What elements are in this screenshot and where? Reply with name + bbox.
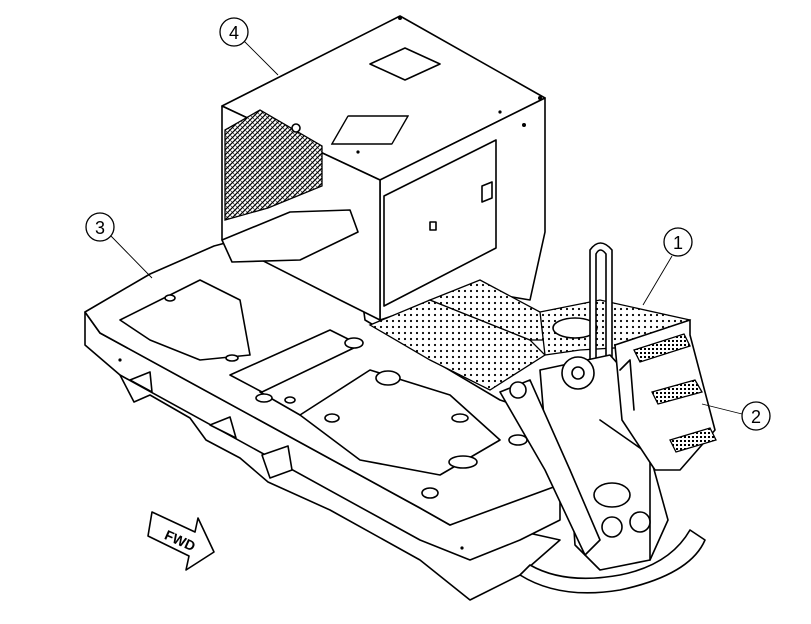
cab-front-panel — [221, 209, 359, 263]
door-handle — [481, 181, 493, 203]
base-turntable — [519, 529, 706, 594]
callout-3-label: 3 — [95, 218, 105, 238]
forward-direction-arrow: FWD — [147, 511, 215, 571]
main-frame — [84, 209, 601, 601]
callout-3: 3 — [85, 212, 153, 279]
cab-enclosure — [221, 15, 546, 321]
step-tread-top — [633, 333, 691, 363]
lower-pin — [601, 516, 623, 538]
callout-4-label: 4 — [229, 23, 239, 43]
access-steps — [614, 319, 717, 471]
step-tread-bottom — [669, 427, 717, 453]
step-tread-middle — [651, 379, 703, 405]
platform-round-hatch — [552, 317, 598, 339]
roof-vent — [369, 47, 441, 81]
callout-2-label: 2 — [751, 407, 761, 427]
frame-cavity-left — [119, 279, 251, 361]
roof-hatch — [330, 115, 409, 145]
callout-4: 4 — [219, 17, 279, 76]
frame-cavity-center — [299, 369, 501, 476]
callout-1: 1 — [642, 227, 693, 306]
cab-door — [383, 139, 497, 307]
callout-2: 2 — [701, 401, 771, 431]
callout-1-label: 1 — [673, 233, 683, 253]
deck-holes — [164, 294, 528, 499]
door-latch — [429, 221, 437, 231]
cab-side-grill — [224, 109, 323, 221]
tower-hole — [593, 482, 631, 508]
